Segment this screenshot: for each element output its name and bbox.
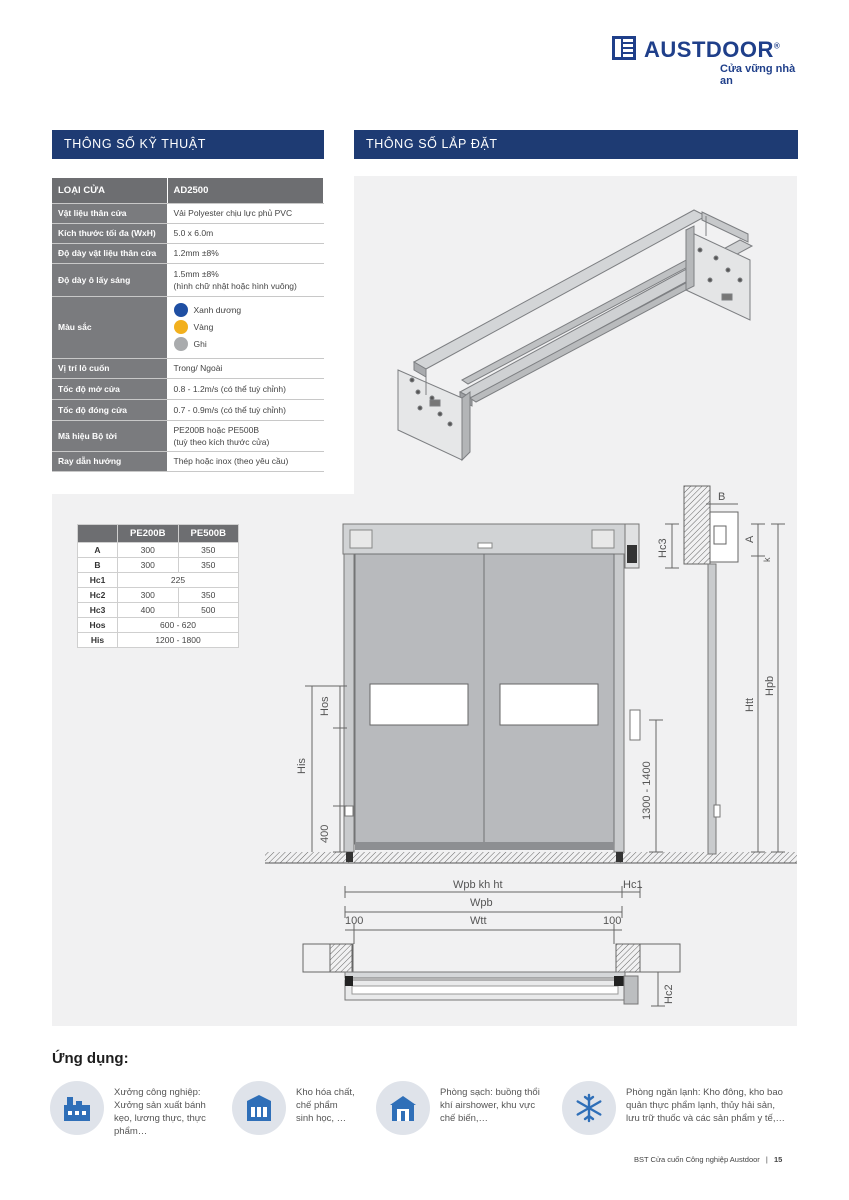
- dim-key: Hc1: [77, 572, 118, 588]
- spec-value-note: (hình chữ nhật hoặc hình vuông): [173, 280, 297, 291]
- color-swatch-yellow: [173, 320, 188, 335]
- application-text: Phòng sạch: buồng thổi khí airshower, kh…: [440, 1087, 540, 1124]
- label-htt: Htt: [744, 698, 756, 712]
- spec-header-value: AD2500: [167, 178, 324, 204]
- austdoor-logo-icon: [612, 36, 636, 60]
- label-100-left: 100: [345, 915, 363, 927]
- color-option: Vàng: [173, 319, 318, 336]
- applications-title: Ứng dụng:: [52, 1050, 129, 1067]
- specs-section-title: THÔNG SỐ KỸ THUẬT: [52, 130, 324, 159]
- label-wpb: Wpb: [470, 897, 493, 909]
- dim-key: A: [77, 542, 118, 558]
- footer-separator: |: [765, 1155, 768, 1164]
- chemical-warehouse-icon: [232, 1081, 286, 1135]
- factory-icon: [50, 1081, 104, 1135]
- label-400: 400: [319, 825, 331, 843]
- dim-cell-merged: 1200 - 1800: [117, 632, 239, 648]
- clean-room-icon: [376, 1081, 430, 1135]
- spec-value: 1.5mm ±8% (hình chữ nhật hoặc hình vuông…: [167, 263, 324, 297]
- color-option: Xanh dương: [173, 302, 318, 319]
- dim-key: Hc2: [77, 587, 118, 603]
- spec-value: Trong/ Ngoài: [167, 358, 324, 379]
- label-wpb-kh-ht: Wpb kh ht: [453, 879, 503, 891]
- spec-table: LOẠI CỬA AD2500 Vật liệu thân cửa Vải Po…: [52, 178, 324, 472]
- spec-key: Tốc độ mở cửa: [52, 378, 168, 400]
- dim-key: Hos: [77, 617, 118, 633]
- spec-key: Độ dày vật liệu thân cửa: [52, 243, 168, 264]
- spec-value-line: PE200B hoặc PE500B: [173, 424, 260, 435]
- application-text: Xưởng công nghiệp: Xưởng sản xuất bánh k…: [114, 1087, 206, 1137]
- dim-header: PE200B: [117, 524, 179, 543]
- spec-value-note: (tuỳ theo kích thước cửa): [173, 436, 270, 447]
- label-hos: Hos: [319, 696, 331, 716]
- spec-key: Độ dày ô lấy sáng: [52, 263, 168, 297]
- label-100-right: 100: [603, 915, 621, 927]
- label-his: His: [296, 758, 308, 774]
- spec-key: Màu sắc: [52, 296, 168, 359]
- spec-value: 0.7 - 0.9m/s (có thể tuỳ chỉnh): [167, 399, 324, 421]
- snowflake-icon: [562, 1081, 616, 1135]
- spec-key: Vị trí lô cuốn: [52, 358, 168, 379]
- spec-key: Tốc độ đóng cửa: [52, 399, 168, 421]
- spec-value: 1.2mm ±8%: [167, 243, 324, 264]
- spec-value: 0.8 - 1.2m/s (có thể tuỳ chỉnh): [167, 378, 324, 400]
- footer-text: BST Cửa cuốn Công nghiệp Austdoor: [634, 1155, 760, 1164]
- label-hc2: Hc2: [663, 984, 675, 1004]
- dim-cell: 350: [177, 557, 239, 573]
- spec-value: 5.0 x 6.0m: [167, 223, 324, 244]
- dim-key: B: [77, 557, 118, 573]
- side-section-drawing: B A k Htt Hpb Hc3: [657, 485, 785, 855]
- dim-cell-merged: 600 - 620: [117, 617, 239, 633]
- front-elevation-drawing: Hos His 400 1300 - 1400: [265, 523, 797, 864]
- label-hc3: Hc3: [657, 538, 669, 558]
- spec-value: Vải Polyester chịu lực phủ PVC: [167, 203, 324, 224]
- dim-key: His: [77, 632, 118, 648]
- application-item: Kho hóa chất, chế phẩm sinh học, …: [232, 1078, 372, 1138]
- spec-key: Ray dẫn hướng: [52, 451, 168, 472]
- brand-logo: AUSTDOOR® Cửa vững nhà an: [612, 36, 802, 87]
- application-text: Kho hóa chất, chế phẩm sinh học, …: [296, 1087, 355, 1124]
- color-swatch-grey: [173, 337, 188, 352]
- page-footer: BST Cửa cuốn Công nghiệp Austdoor | 15: [634, 1155, 782, 1164]
- label-hc1: Hc1: [623, 879, 643, 891]
- spec-value-line: 1.5mm ±8%: [173, 268, 219, 279]
- brand-tagline: Cửa vững nhà an: [720, 63, 796, 87]
- spec-header-key: LOẠI CỬA: [52, 178, 168, 204]
- spec-key: Kích thước tối đa (WxH): [52, 223, 168, 244]
- color-swatch-blue: [173, 303, 188, 318]
- spec-value: PE200B hoặc PE500B (tuỳ theo kích thước …: [167, 420, 324, 452]
- dim-key: Hc3: [77, 602, 118, 618]
- page-number: 15: [773, 1155, 783, 1164]
- frame-3d-drawing: [397, 209, 754, 462]
- application-item: Phòng sạch: buồng thổi khí airshower, kh…: [376, 1078, 556, 1138]
- application-text: Phòng ngăn lạnh: Kho đông, kho bao quản …: [626, 1087, 785, 1124]
- application-item: Phòng ngăn lạnh: Kho đông, kho bao quản …: [562, 1078, 802, 1138]
- label-a: A: [744, 535, 756, 543]
- dim-cell: 300: [117, 587, 179, 603]
- label-1300-1400: 1300 - 1400: [641, 761, 653, 820]
- install-section-title: THÔNG SỐ LẮP ĐẶT: [354, 130, 798, 159]
- application-item: Xưởng công nghiệp: Xưởng sản xuất bánh k…: [50, 1078, 230, 1138]
- plan-view-drawing: Wpb kh ht Hc1 Wpb 100 Wtt 100 Hc2: [302, 879, 681, 1007]
- spec-value: Thép hoặc inox (theo yêu cầu): [167, 451, 324, 472]
- dim-cell: 350: [177, 542, 239, 558]
- color-options: Xanh dương Vàng Ghi: [167, 296, 324, 359]
- dim-header: [77, 524, 118, 543]
- spec-key: Vật liệu thân cửa: [52, 203, 168, 224]
- label-k: k: [762, 557, 772, 562]
- color-option: Ghi: [173, 336, 318, 353]
- label-b: B: [718, 491, 725, 503]
- label-hpb: Hpb: [764, 676, 776, 696]
- label-wtt: Wtt: [470, 915, 487, 927]
- brand-name: AUSTDOOR®: [644, 37, 781, 62]
- spec-key: Mã hiệu Bộ tời: [52, 420, 168, 452]
